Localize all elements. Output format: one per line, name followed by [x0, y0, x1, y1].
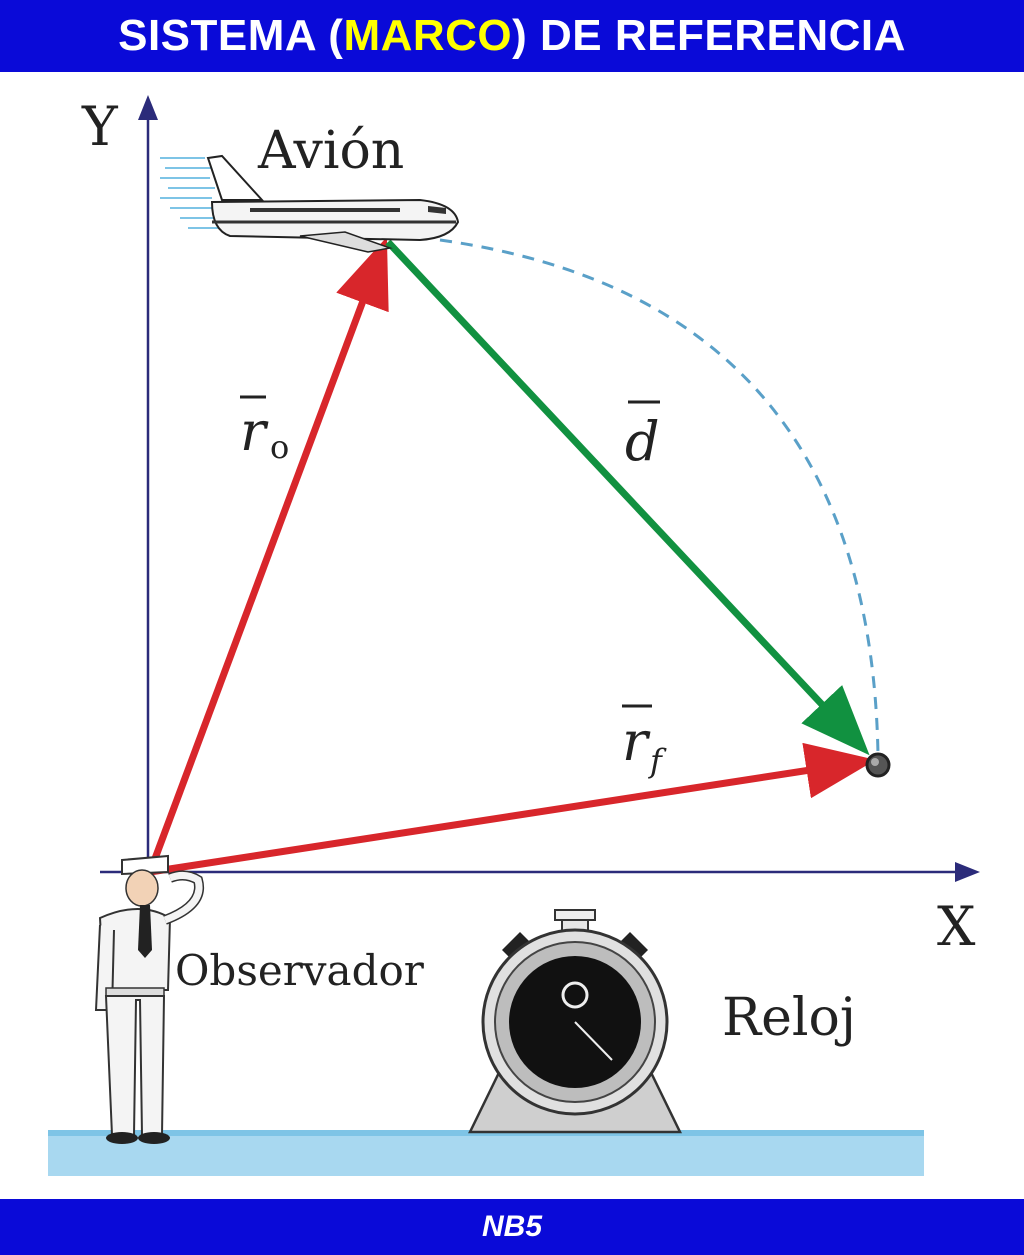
sailor-observer-icon — [94, 854, 205, 1144]
airplane-label: Avión — [257, 121, 404, 181]
footer-bar: NB5 — [0, 1199, 1024, 1255]
x-axis-label: X — [937, 895, 976, 958]
page-title: SISTEMA (MARCO) DE REFERENCIA — [118, 11, 906, 61]
observer-label: Observador — [175, 946, 425, 995]
vector-r0-label: r o — [240, 395, 289, 466]
clock-label: Reloj — [722, 988, 856, 1048]
vector-rf-subscript: f — [648, 742, 667, 780]
vector-d-symbol: d — [625, 410, 660, 473]
vector-d-arrow — [385, 239, 870, 756]
vector-rf-arrow — [149, 742, 876, 876]
title-part-1: SISTEMA ( — [118, 11, 344, 60]
reference-frame-diagram: Y X r o d r f — [48, 95, 980, 1176]
stopwatch-icon — [467, 909, 683, 1134]
trajectory-path — [439, 238, 880, 756]
vector-r0-subscript: o — [270, 428, 289, 466]
end-point — [865, 752, 891, 778]
footer-label: NB5 — [481, 1210, 542, 1243]
vector-r0-symbol: r — [240, 400, 269, 463]
y-axis-label: Y — [81, 95, 119, 158]
title-bar: SISTEMA (MARCO) DE REFERENCIA — [0, 0, 1024, 72]
airplane-icon — [160, 154, 460, 253]
vector-d-label: d — [625, 400, 660, 473]
vector-r0-arrow — [146, 236, 389, 874]
title-highlight: MARCO — [343, 11, 513, 60]
vector-rf-symbol: r — [622, 710, 651, 773]
title-part-2: ) DE REFERENCIA — [512, 11, 906, 60]
vector-rf-label: r f — [622, 704, 667, 780]
ground — [48, 1130, 924, 1176]
